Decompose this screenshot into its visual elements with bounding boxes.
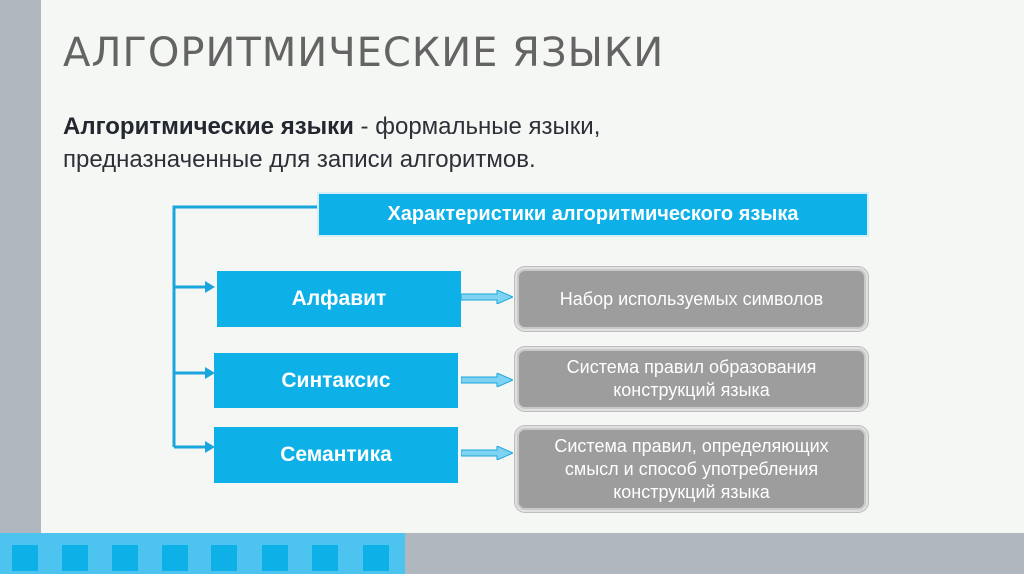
slide-title: АЛГОРИТМИЧЕСКИЕ ЯЗЫКИ: [63, 30, 665, 76]
footer-square: [363, 545, 389, 571]
description-syntax: Система правил образования конструкций я…: [517, 349, 866, 409]
footer-square: [112, 545, 138, 571]
definition-line2: предназначенные для записи алгоритмов.: [63, 146, 536, 173]
left-side-bar: [0, 0, 41, 533]
description-alphabet: Набор используемых символов: [517, 269, 866, 329]
item-alphabet: Алфавит: [217, 271, 461, 327]
footer-square: [12, 545, 38, 571]
footer-accent: [0, 533, 405, 574]
definition-rest: - формальные языки,: [353, 113, 601, 140]
footer-square: [62, 545, 88, 571]
footer-square: [312, 545, 338, 571]
double-arrow-icon: [461, 290, 513, 304]
double-arrow-icon: [461, 446, 513, 460]
footer-square: [162, 545, 188, 571]
definition-term: Алгоритмические языки: [63, 113, 354, 140]
double-arrow-icon: [461, 373, 513, 387]
item-syntax: Синтаксис: [214, 353, 458, 408]
footer-square: [211, 545, 237, 571]
item-semantics: Семантика: [214, 427, 458, 483]
description-semantics: Система правил, определяющих смысл и спо…: [517, 428, 866, 510]
footer-square: [262, 545, 288, 571]
definition-text: Алгоритмические языки - формальные языки…: [63, 110, 600, 176]
characteristics-header: Характеристики алгоритмического языка: [317, 192, 869, 237]
